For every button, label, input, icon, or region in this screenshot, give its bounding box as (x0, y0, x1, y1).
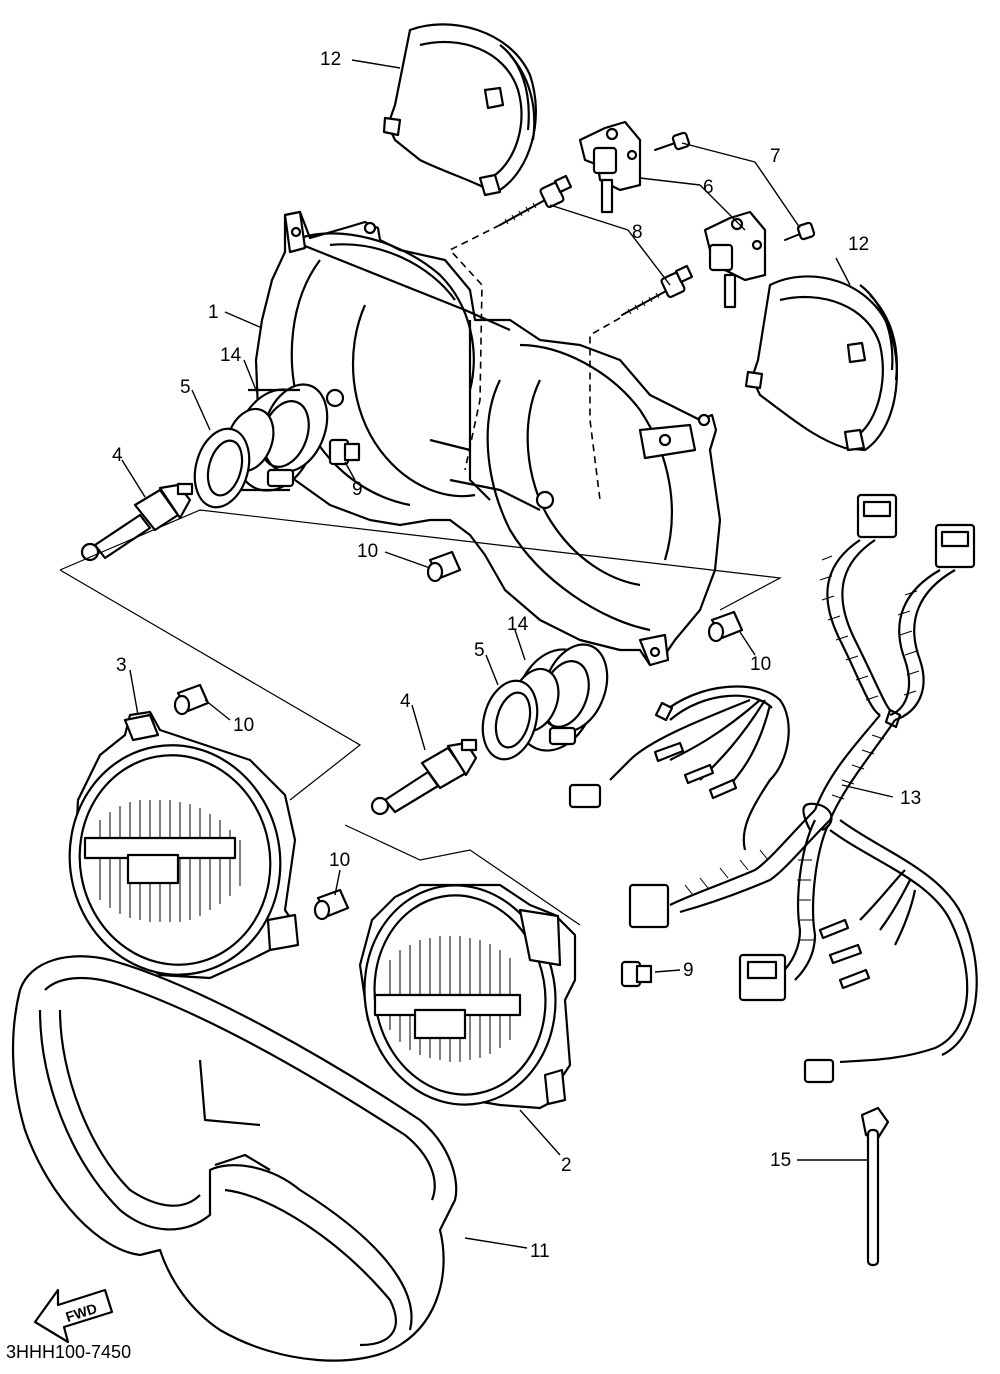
headlight-unit-left (68, 710, 300, 980)
callout-5a: 5 (180, 377, 191, 398)
headlight-bulb-lower (370, 738, 478, 816)
callout-14b: 14 (507, 614, 529, 635)
headlight-bezel (11, 955, 458, 1362)
bulb-seal-lower (481, 679, 539, 761)
grommet-b (707, 610, 744, 643)
assembly-lines-bolts (448, 224, 621, 501)
grommet-c (173, 683, 210, 716)
sub-wire-harness (568, 685, 790, 851)
leader-lines (121, 59, 894, 1249)
headlight-bulb-upper (80, 482, 194, 562)
adjuster-bolt-upper (499, 174, 573, 226)
screw-lower (784, 221, 816, 241)
harness-connector-e (803, 1058, 835, 1084)
callout-9b: 9 (683, 960, 694, 981)
headlight-cover-ring-right (744, 275, 898, 452)
callout-7: 7 (770, 146, 781, 167)
callout-1: 1 (208, 302, 219, 323)
pilot-lamp-socket-upper (328, 438, 361, 466)
headlight-housing (254, 210, 722, 667)
grommet-a (426, 550, 462, 583)
pilot-lamp-socket-lower (620, 960, 653, 988)
wire-harness (628, 493, 978, 1084)
bulb-seal-upper (193, 427, 251, 509)
callout-4a: 4 (112, 445, 123, 466)
adjuster-bracket-lower (703, 210, 767, 309)
harness-connector-c (628, 883, 670, 929)
callout-10c: 10 (233, 715, 254, 736)
callout-2: 2 (561, 1155, 572, 1176)
callout-14a: 14 (220, 345, 242, 366)
callout-11: 11 (530, 1241, 550, 1262)
callout-12b: 12 (848, 234, 869, 255)
callout-4b: 4 (400, 691, 411, 712)
callout-6: 6 (703, 177, 714, 198)
callout-8: 8 (632, 222, 643, 243)
callout-15: 15 (770, 1150, 791, 1171)
forward-direction-arrow: FWD (33, 1288, 114, 1344)
diagram-code: 3HHH100-7450 (6, 1342, 131, 1362)
callout-labels: 12 12 7 6 8 1 14 5 4 9 10 10 3 10 14 5 4… (112, 49, 921, 1262)
headlight-cover-ring-upper-left (382, 23, 537, 197)
adjuster-bolt-lower (621, 264, 694, 316)
callout-9a: 9 (352, 479, 363, 500)
callout-12a: 12 (320, 49, 341, 70)
callout-10a: 10 (357, 541, 378, 562)
assembly-lines-bulbs (59, 509, 782, 926)
screw-upper (654, 131, 691, 151)
cable-tie (860, 1106, 890, 1267)
grommet-d (313, 888, 350, 921)
callout-10b: 10 (750, 654, 771, 675)
adjuster-bracket-upper (578, 120, 642, 214)
callout-5b: 5 (474, 640, 485, 661)
callout-13: 13 (900, 788, 921, 809)
callout-10d: 10 (329, 850, 350, 871)
callout-3: 3 (116, 655, 127, 676)
headlight-unit-right (358, 883, 577, 1110)
